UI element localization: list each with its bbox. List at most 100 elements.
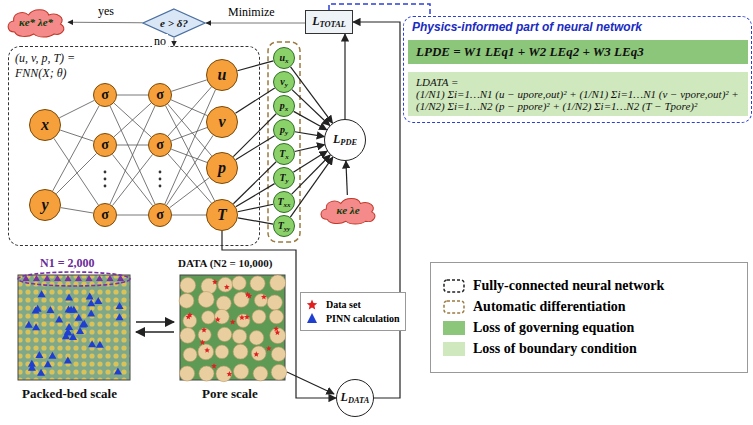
node-text: v xyxy=(218,113,225,131)
connector xyxy=(110,106,155,204)
sample-count: N1 = 2,000 xyxy=(40,256,95,271)
scale-arrow xyxy=(136,321,174,323)
node-text: (1/N1) Σi=1…N1 (u − upore,out)² + (1/N1)… xyxy=(416,88,740,112)
connector xyxy=(237,61,273,71)
derivative-node: Txx xyxy=(273,191,295,213)
node-text: σ xyxy=(156,137,164,153)
node-text: LDATA xyxy=(341,390,370,405)
node-text: p xyxy=(218,159,226,177)
derivative-node: Ty xyxy=(273,167,295,189)
hidden-node: σ xyxy=(148,83,172,107)
legend-sample xyxy=(443,279,465,293)
node-text: vy xyxy=(280,76,288,89)
node-text: Tx xyxy=(279,148,289,161)
hidden-node: σ xyxy=(148,203,172,227)
connector xyxy=(293,151,327,172)
connector xyxy=(238,218,273,224)
legend-row: Loss of boundary condition xyxy=(443,341,735,357)
node-text: σ xyxy=(101,207,109,223)
connector xyxy=(233,114,276,157)
pore-image xyxy=(180,275,285,380)
edge-label: Minimize xyxy=(226,5,277,20)
derivative-node: Tyy xyxy=(273,215,295,237)
node-text: LTOTAL xyxy=(312,14,346,29)
node-text: σ xyxy=(101,87,109,103)
derivative-node: py xyxy=(273,119,295,141)
node-text: Physics-informed part of neural network xyxy=(412,20,743,34)
node-text: u xyxy=(218,66,227,84)
connector xyxy=(236,136,275,160)
connector xyxy=(233,162,276,204)
scale-name: Packed-bed scale xyxy=(22,386,117,402)
data-loss-node: LDATA xyxy=(336,379,374,417)
connector xyxy=(295,145,325,152)
legend-row: Automatic differentiation xyxy=(443,299,735,315)
legend-text: Loss of governing equation xyxy=(473,320,634,336)
derivative-node: Tx xyxy=(273,143,295,165)
connector xyxy=(117,145,148,146)
hidden-node: σ xyxy=(148,133,172,157)
connector xyxy=(59,100,94,117)
hidden-node: σ xyxy=(93,133,117,157)
edge-label: yes xyxy=(96,4,116,19)
autodiff-box xyxy=(268,42,300,242)
legend-sample xyxy=(306,312,318,324)
output-node: p xyxy=(206,152,238,184)
physics-panel: Physics-informed part of neural networkL… xyxy=(403,16,752,123)
connector xyxy=(68,22,142,24)
node-text: σ xyxy=(156,87,164,103)
connector xyxy=(168,154,211,203)
node-text: py xyxy=(280,124,288,137)
boundary-ellipse xyxy=(18,272,130,286)
connector xyxy=(171,100,207,116)
packed-bed-image xyxy=(18,275,130,380)
connector xyxy=(344,34,345,119)
node-text: LPDE = W1 LEq1 + W2 LEq2 + W3 LEq3 xyxy=(416,44,740,60)
legend-box: Data setPINN calculation xyxy=(300,292,406,331)
connector xyxy=(60,130,93,141)
pde-loss-band: LPDE = W1 LEq1 + W2 LEq2 + W3 LEq3 xyxy=(408,40,748,64)
connector xyxy=(235,88,274,113)
node-text: T xyxy=(217,206,227,224)
connector xyxy=(112,154,152,205)
node-text: κe λe xyxy=(336,204,359,216)
node-text: e > δ? xyxy=(160,17,188,29)
total-loss-box: LTOTAL xyxy=(305,10,353,34)
input-node: y xyxy=(29,189,61,221)
pde-loss-node: LPDE xyxy=(324,119,366,161)
node-text: Ty xyxy=(279,172,288,185)
derivative-node: px xyxy=(273,95,295,117)
connector xyxy=(236,184,275,207)
derivative-node: vy xyxy=(273,71,295,93)
connector xyxy=(174,38,175,46)
output-node: v xyxy=(206,106,238,138)
connector xyxy=(171,80,206,91)
sample-count: DATA (N2 = 10,000) xyxy=(178,257,272,269)
edge-label: no xyxy=(152,34,168,49)
node-text: σ xyxy=(101,137,109,153)
node-text: px xyxy=(280,100,289,113)
connector xyxy=(165,90,216,204)
connector xyxy=(206,23,305,24)
connector xyxy=(171,128,207,141)
legend-row: Fully-connected neural network xyxy=(443,278,735,294)
legend-sample xyxy=(306,299,318,311)
connector xyxy=(114,103,151,137)
legend-swatch xyxy=(443,321,465,335)
node-text: κe* λe* xyxy=(19,16,53,28)
legend-text: Data set xyxy=(326,299,361,310)
data-arrow xyxy=(287,372,334,394)
node-text: ux xyxy=(279,52,288,65)
legend-sample xyxy=(443,300,465,314)
legend-text: PINN calculation xyxy=(326,313,400,324)
connector xyxy=(171,149,207,162)
ellipsis-dots xyxy=(104,171,162,188)
connector xyxy=(238,204,274,211)
legend-swatch xyxy=(443,342,465,356)
connector xyxy=(294,111,327,129)
legend-row: Data set xyxy=(306,299,400,311)
output-node: u xyxy=(206,59,238,91)
connector xyxy=(117,215,148,216)
connector xyxy=(292,90,330,126)
parameter-cloud: κe λe xyxy=(317,195,379,225)
